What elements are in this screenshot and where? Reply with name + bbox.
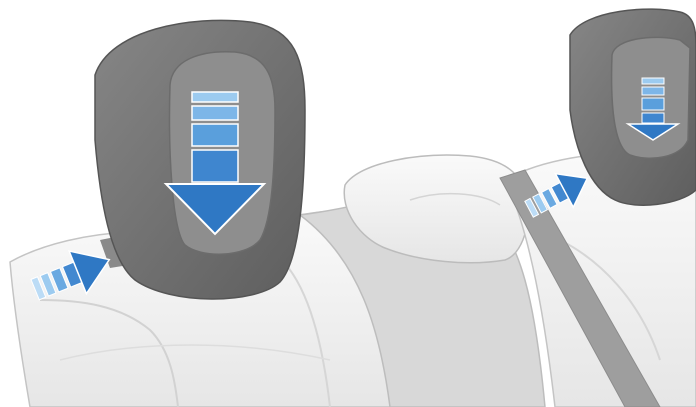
illustration bbox=[0, 0, 696, 407]
rear-seat-headrest-illustration bbox=[0, 0, 696, 407]
